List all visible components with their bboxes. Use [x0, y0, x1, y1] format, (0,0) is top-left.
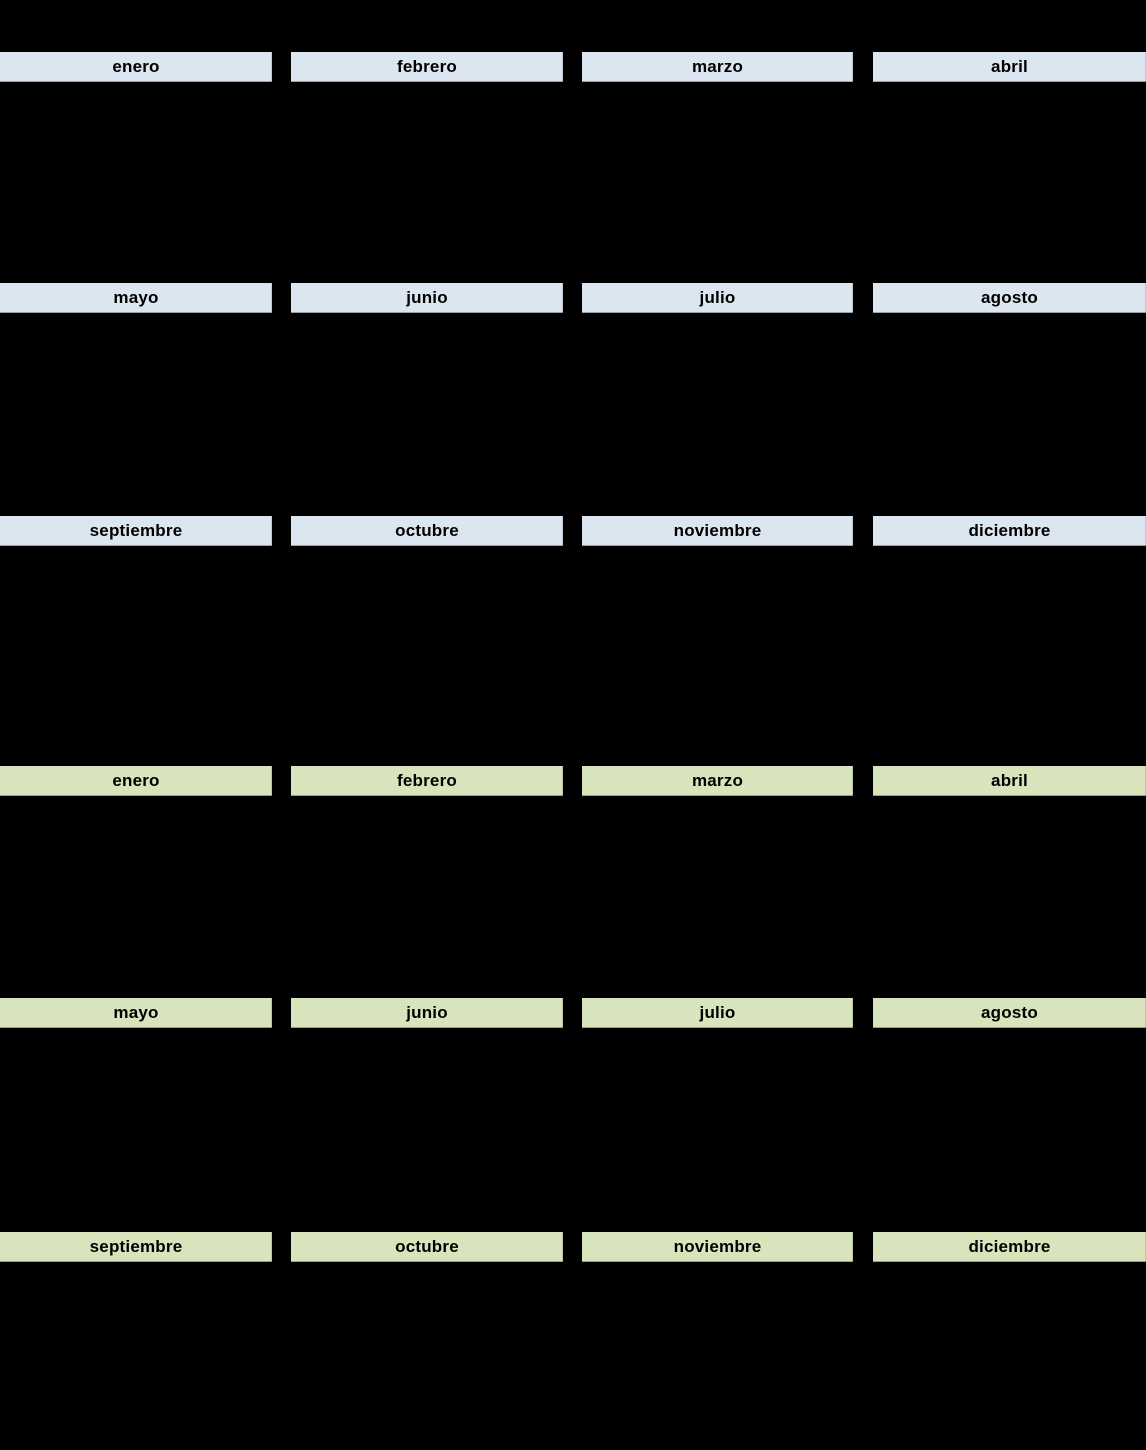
month-header-diciembre-year2: diciembre [873, 1232, 1146, 1262]
month-header-agosto-year2: agosto [873, 998, 1146, 1028]
month-header-septiembre-year2: septiembre [0, 1232, 272, 1262]
month-header-octubre-year1: octubre [291, 516, 563, 546]
month-header-noviembre-year2: noviembre [582, 1232, 853, 1262]
month-header-marzo-year1: marzo [582, 52, 853, 82]
month-header-diciembre-year1: diciembre [873, 516, 1146, 546]
month-header-marzo-year2: marzo [582, 766, 853, 796]
month-header-junio-year1: junio [291, 283, 563, 313]
month-header-noviembre-year1: noviembre [582, 516, 853, 546]
month-header-mayo-year1: mayo [0, 283, 272, 313]
month-header-enero-year2: enero [0, 766, 272, 796]
month-header-abril-year1: abril [873, 52, 1146, 82]
month-header-septiembre-year1: septiembre [0, 516, 272, 546]
month-header-junio-year2: junio [291, 998, 563, 1028]
month-header-julio-year1: julio [582, 283, 853, 313]
month-header-enero-year1: enero [0, 52, 272, 82]
month-header-abril-year2: abril [873, 766, 1146, 796]
month-header-febrero-year2: febrero [291, 766, 563, 796]
month-header-mayo-year2: mayo [0, 998, 272, 1028]
month-header-febrero-year1: febrero [291, 52, 563, 82]
month-header-agosto-year1: agosto [873, 283, 1146, 313]
month-header-julio-year2: julio [582, 998, 853, 1028]
month-header-octubre-year2: octubre [291, 1232, 563, 1262]
